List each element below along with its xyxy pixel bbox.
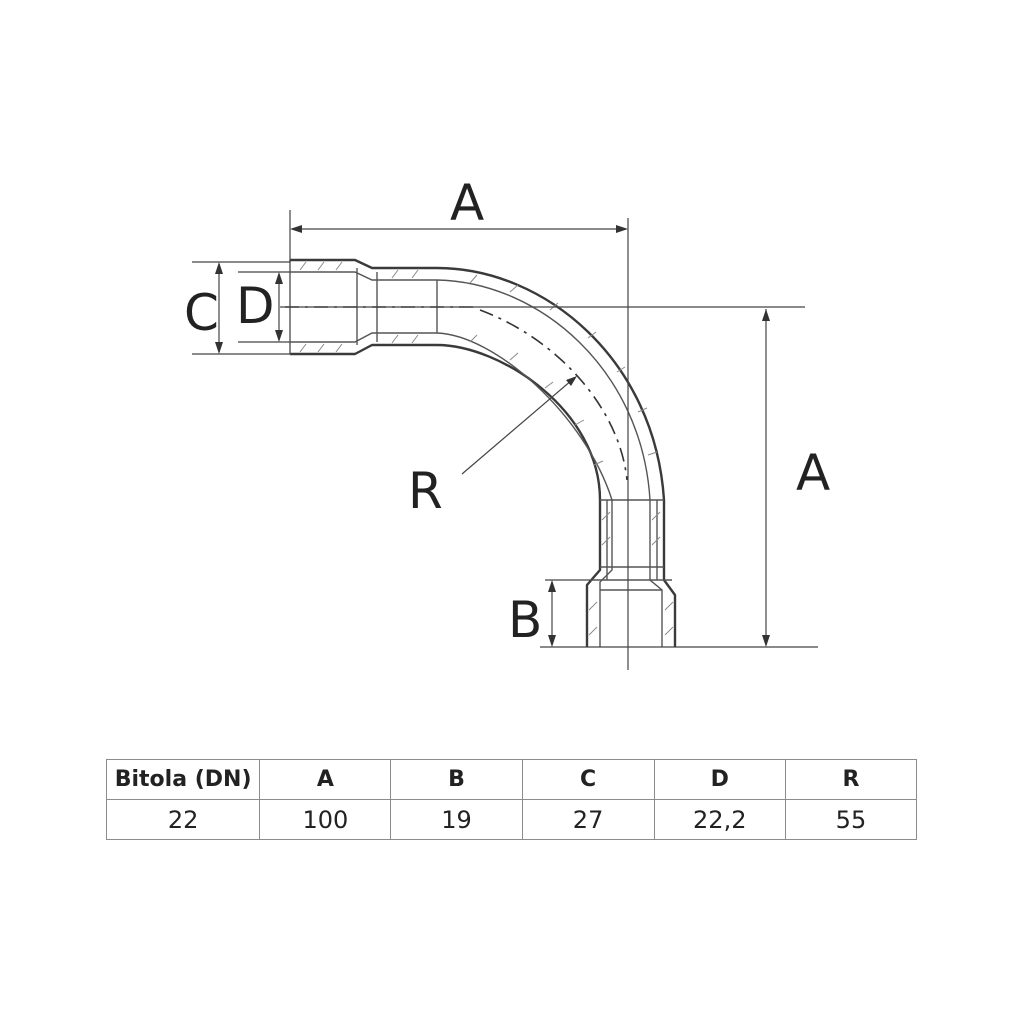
table-header-row: Bitola (DN) A B C D R (105, 759, 918, 800)
pipe-outer-wall (290, 258, 677, 647)
dimensions-table: Bitola (DN) A B C D R 22 100 19 27 22,2 … (105, 759, 918, 840)
dimension-a-top (289, 210, 628, 262)
dimension-d (238, 271, 290, 343)
label-r: R (408, 462, 443, 520)
dimension-b (545, 579, 590, 647)
cell-c: 27 (521, 799, 655, 840)
wall-hatching (299, 261, 674, 636)
dimension-r (461, 376, 577, 475)
header-bitola: Bitola (DN) (105, 759, 261, 800)
pipe-section-lines (289, 260, 672, 591)
label-c: C (184, 284, 219, 342)
centerlines (280, 218, 805, 670)
label-d: D (236, 277, 275, 335)
pipe-inner-wall (290, 332, 613, 647)
header-d: D (653, 759, 786, 800)
cell-b: 19 (390, 799, 523, 840)
dimension-c (192, 261, 290, 355)
cell-d: 22,2 (653, 799, 786, 840)
table-row: 22 100 19 27 22,2 55 (105, 799, 918, 840)
cell-bitola: 22 (105, 799, 261, 840)
header-a: A (259, 759, 392, 800)
header-c: C (521, 759, 655, 800)
label-a-side: A (796, 444, 830, 502)
label-a-top: A (450, 174, 484, 232)
cell-r: 55 (784, 799, 918, 840)
label-b: B (508, 591, 542, 649)
cell-a: 100 (259, 799, 392, 840)
header-r: R (784, 759, 918, 800)
dimension-a-side (540, 309, 818, 648)
header-b: B (390, 759, 523, 800)
